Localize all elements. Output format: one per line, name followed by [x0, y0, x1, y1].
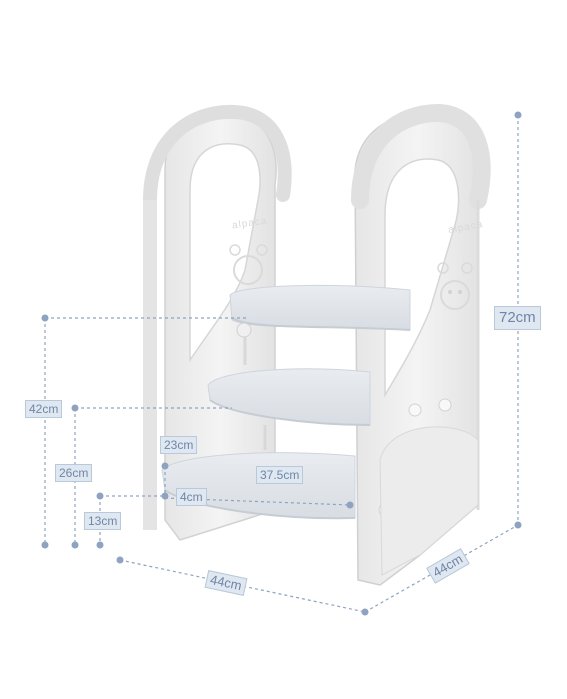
- right-side-panel: [351, 103, 491, 586]
- left-bear-emboss: [229, 244, 268, 338]
- left-side-panel: [143, 104, 292, 541]
- label-height-total: 72cm: [494, 306, 541, 330]
- label-step-gap: 4cm: [176, 488, 207, 506]
- label-step2-height: 26cm: [55, 464, 93, 482]
- label-step1-height: 13cm: [84, 512, 122, 530]
- label-handle-height: 42cm: [25, 400, 63, 418]
- label-step-depth: 23cm: [160, 436, 198, 454]
- label-step-width: 37.5cm: [256, 466, 304, 484]
- steps: [161, 284, 411, 520]
- dimension-dots: [41, 111, 522, 616]
